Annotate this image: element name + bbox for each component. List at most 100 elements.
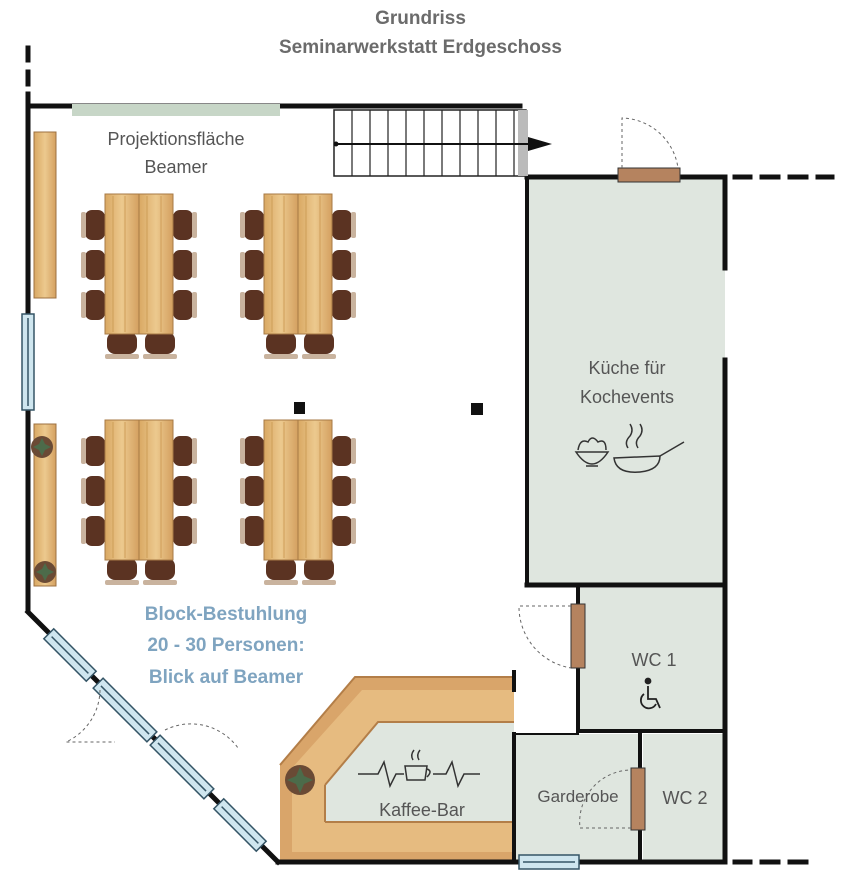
chair [244, 476, 264, 506]
chair [304, 558, 334, 580]
chair-back [81, 292, 86, 318]
chair-back [351, 518, 356, 544]
chair-back [351, 478, 356, 504]
chair-back [192, 252, 197, 278]
coffee-bar-counter [279, 676, 514, 862]
chair-back [143, 580, 177, 585]
pillar [471, 403, 483, 415]
chair [304, 332, 334, 354]
chair [332, 210, 352, 240]
chair-back [302, 354, 336, 359]
table [263, 419, 299, 561]
chair [244, 516, 264, 546]
table [297, 419, 333, 561]
wc1-label: WC 1 [632, 650, 677, 670]
table [104, 419, 140, 561]
chair-back [240, 252, 245, 278]
chair-back [240, 438, 245, 464]
plan-title: Grundriss [375, 8, 466, 29]
frying-pan-icon [613, 423, 685, 473]
chair-back [302, 580, 336, 585]
plant-icon [31, 436, 53, 458]
chair [85, 290, 105, 320]
wc2-label: WC 2 [663, 788, 708, 808]
chair [332, 290, 352, 320]
chair-back [81, 518, 86, 544]
wall-bench-bottom [33, 423, 57, 587]
kitchen-label-line2: Kochevents [580, 387, 674, 407]
chair-back [240, 292, 245, 318]
seating-line2: 20 - 30 Personen: [147, 635, 304, 656]
seating-line3: Blick auf Beamer [149, 667, 304, 688]
plant-icon [285, 765, 315, 795]
chair-back [81, 212, 86, 238]
chair-back [105, 354, 139, 359]
chair-back [192, 478, 197, 504]
staircase [333, 109, 552, 177]
pillar [294, 402, 305, 414]
chair [173, 290, 193, 320]
chair-back [105, 580, 139, 585]
projection-screen [72, 104, 280, 116]
chair-back [192, 292, 197, 318]
chair [173, 476, 193, 506]
salad-bowl-icon [574, 437, 610, 467]
chair [107, 558, 137, 580]
chair-back [264, 354, 298, 359]
chair [266, 558, 296, 580]
table [263, 193, 299, 335]
chair-back [351, 438, 356, 464]
chair-back [143, 354, 177, 359]
chair-back [351, 292, 356, 318]
table [297, 193, 333, 335]
coffee-heartbeat-icon [358, 749, 480, 789]
chair-back [351, 252, 356, 278]
chair [85, 436, 105, 466]
plant-icon [34, 561, 56, 583]
chair-back [240, 478, 245, 504]
projection-label-line2: Beamer [144, 157, 207, 177]
table-block [81, 193, 197, 359]
chair [85, 476, 105, 506]
chair-back [192, 212, 197, 238]
projection-label-line1: Projektionsfläche [107, 129, 244, 149]
chair [332, 250, 352, 280]
chair [266, 332, 296, 354]
chair-back [351, 212, 356, 238]
wardrobe-label: Garderobe [537, 787, 618, 806]
seating-line1: Block-Bestuhlung [145, 604, 308, 625]
table-block [240, 193, 356, 359]
chair [332, 436, 352, 466]
wheelchair-icon [640, 677, 661, 710]
doors [65, 117, 681, 831]
coffee-bar-label: Kaffee-Bar [379, 800, 465, 820]
table-block [81, 419, 197, 585]
chair-back [264, 580, 298, 585]
chair [332, 516, 352, 546]
chair [244, 250, 264, 280]
chair [332, 476, 352, 506]
chair [85, 250, 105, 280]
table [138, 193, 174, 335]
chair-back [240, 518, 245, 544]
chair [173, 516, 193, 546]
chair [173, 436, 193, 466]
kitchen-floor [527, 177, 725, 585]
chair [173, 210, 193, 240]
chair-back [81, 438, 86, 464]
chair [244, 290, 264, 320]
wc2-floor [643, 734, 725, 862]
chair-back [81, 252, 86, 278]
chair [244, 210, 264, 240]
chair-back [192, 518, 197, 544]
windows [21, 313, 580, 870]
table [104, 193, 140, 335]
plan-subtitle: Seminarwerkstatt Erdgeschoss [278, 37, 562, 58]
chair [145, 558, 175, 580]
kitchen-label-line1: Küche für [588, 358, 665, 378]
chair-back [81, 478, 86, 504]
table [138, 419, 174, 561]
chair-back [240, 212, 245, 238]
wall-bench-top [33, 131, 57, 299]
